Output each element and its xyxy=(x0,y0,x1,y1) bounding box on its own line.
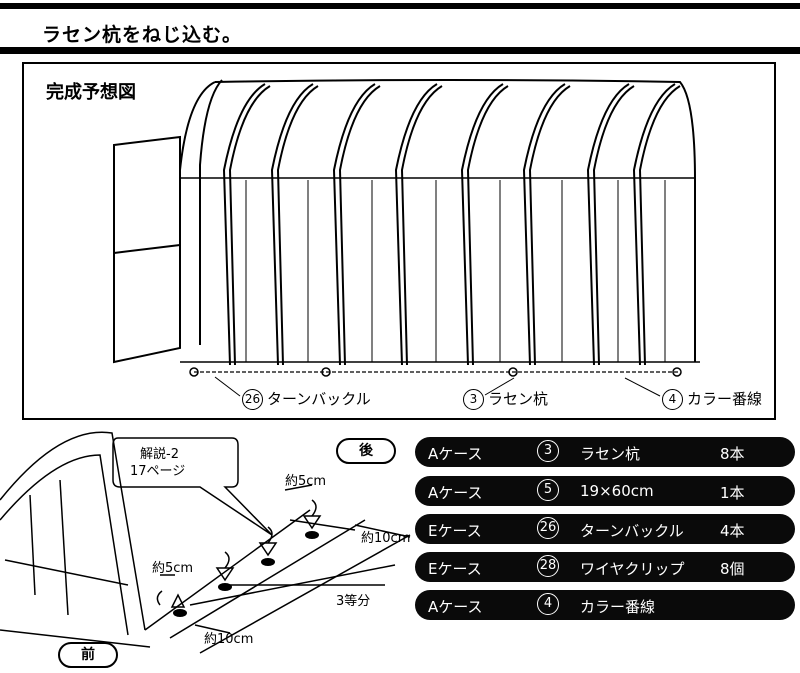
pile-4-icon xyxy=(305,531,319,539)
pile-1-icon xyxy=(173,609,187,617)
pile-3-icon xyxy=(261,558,275,566)
arch-pipe-edge xyxy=(338,85,381,366)
callout-text: ラセン杭 xyxy=(488,390,549,408)
arch-pipe xyxy=(332,83,376,366)
parts-name: ワイヤクリップ xyxy=(580,560,685,578)
arch-pipe xyxy=(460,83,504,366)
equal-divide-note: 3等分 xyxy=(336,594,371,609)
dimension-10cm-bottom: 約10cm xyxy=(204,632,254,647)
arch-pipe-edge xyxy=(228,85,271,366)
parts-case: Eケース xyxy=(428,560,482,578)
arch-pipe-edge xyxy=(638,85,681,366)
parts-case: Aケース xyxy=(428,484,483,502)
parts-name: 19×60cm xyxy=(580,482,654,500)
preview-title: 完成予想図 xyxy=(46,82,136,103)
parts-quantity: 8個 xyxy=(720,560,745,578)
callout-text: ターンバックル xyxy=(267,390,371,408)
parts-case: Aケース xyxy=(428,445,483,463)
dimension-10cm-right: 約10cm xyxy=(361,531,411,546)
parts-number: 28 xyxy=(537,555,559,577)
parts-quantity: 1本 xyxy=(720,484,745,502)
callout-number: 4 xyxy=(662,389,683,410)
arch-pipe-edge xyxy=(528,85,571,366)
arch-pipe-edge xyxy=(592,85,635,366)
top-rule xyxy=(0,3,800,9)
parts-case: Aケース xyxy=(428,598,483,616)
bubble-line-2: 17ページ xyxy=(130,464,186,479)
arch-pipe xyxy=(270,83,314,366)
page-title: ラセン杭をねじ込む。 xyxy=(42,24,243,46)
arch-pipe xyxy=(394,83,438,366)
bubble-line-1: 解説-2 xyxy=(140,447,179,462)
parts-row: Eケース 28 ワイヤクリップ 8個 xyxy=(415,552,795,582)
arch-pipe xyxy=(522,83,566,366)
arch-pipe-edge xyxy=(400,85,443,366)
parts-number: 4 xyxy=(537,593,559,615)
arch-pipe xyxy=(222,83,266,366)
callout-text: カラー番線 xyxy=(687,390,763,408)
arch-pipe xyxy=(586,83,630,366)
parts-name: カラー番線 xyxy=(580,598,656,616)
parts-name: ターンバックル xyxy=(580,522,684,540)
parts-row: Aケース 5 19×60cm 1本 xyxy=(415,476,795,506)
arch-pipe-edge xyxy=(276,85,319,366)
greenhouse-illustration xyxy=(113,79,700,397)
anchor-2-icon xyxy=(321,367,331,377)
parts-row: Eケース 26 ターンバックル 4本 xyxy=(415,514,795,544)
parts-case: Eケース xyxy=(428,522,482,540)
parts-row: Aケース 4 カラー番線 xyxy=(415,590,795,620)
arch-pipe xyxy=(632,83,676,366)
preview-frame xyxy=(22,62,776,420)
anchor-right-icon xyxy=(672,367,682,377)
installation-diagram xyxy=(0,431,411,654)
back-label: 後 xyxy=(336,438,396,464)
front-label: 前 xyxy=(58,642,118,668)
dimension-5cm-top: 約5cm xyxy=(285,474,327,489)
parts-quantity: 4本 xyxy=(720,522,745,540)
anchor-3-icon xyxy=(508,367,518,377)
parts-quantity: 8本 xyxy=(720,445,745,463)
anchor-left-icon xyxy=(189,367,199,377)
parts-number: 3 xyxy=(537,440,559,462)
pile-2-icon xyxy=(218,583,232,591)
parts-row: Aケース 3 ラセン杭 8本 xyxy=(415,437,795,467)
parts-number: 26 xyxy=(537,517,559,539)
parts-name: ラセン杭 xyxy=(580,445,641,463)
callout-number: 3 xyxy=(463,389,484,410)
door-panel xyxy=(113,135,181,364)
reference-bubble xyxy=(112,437,273,536)
dimension-5cm-left: 約5cm xyxy=(152,561,194,576)
arch-pipe-edge xyxy=(466,85,509,366)
callout-number: 26 xyxy=(242,389,263,410)
parts-number: 5 xyxy=(537,479,559,501)
title-rule xyxy=(0,47,800,54)
